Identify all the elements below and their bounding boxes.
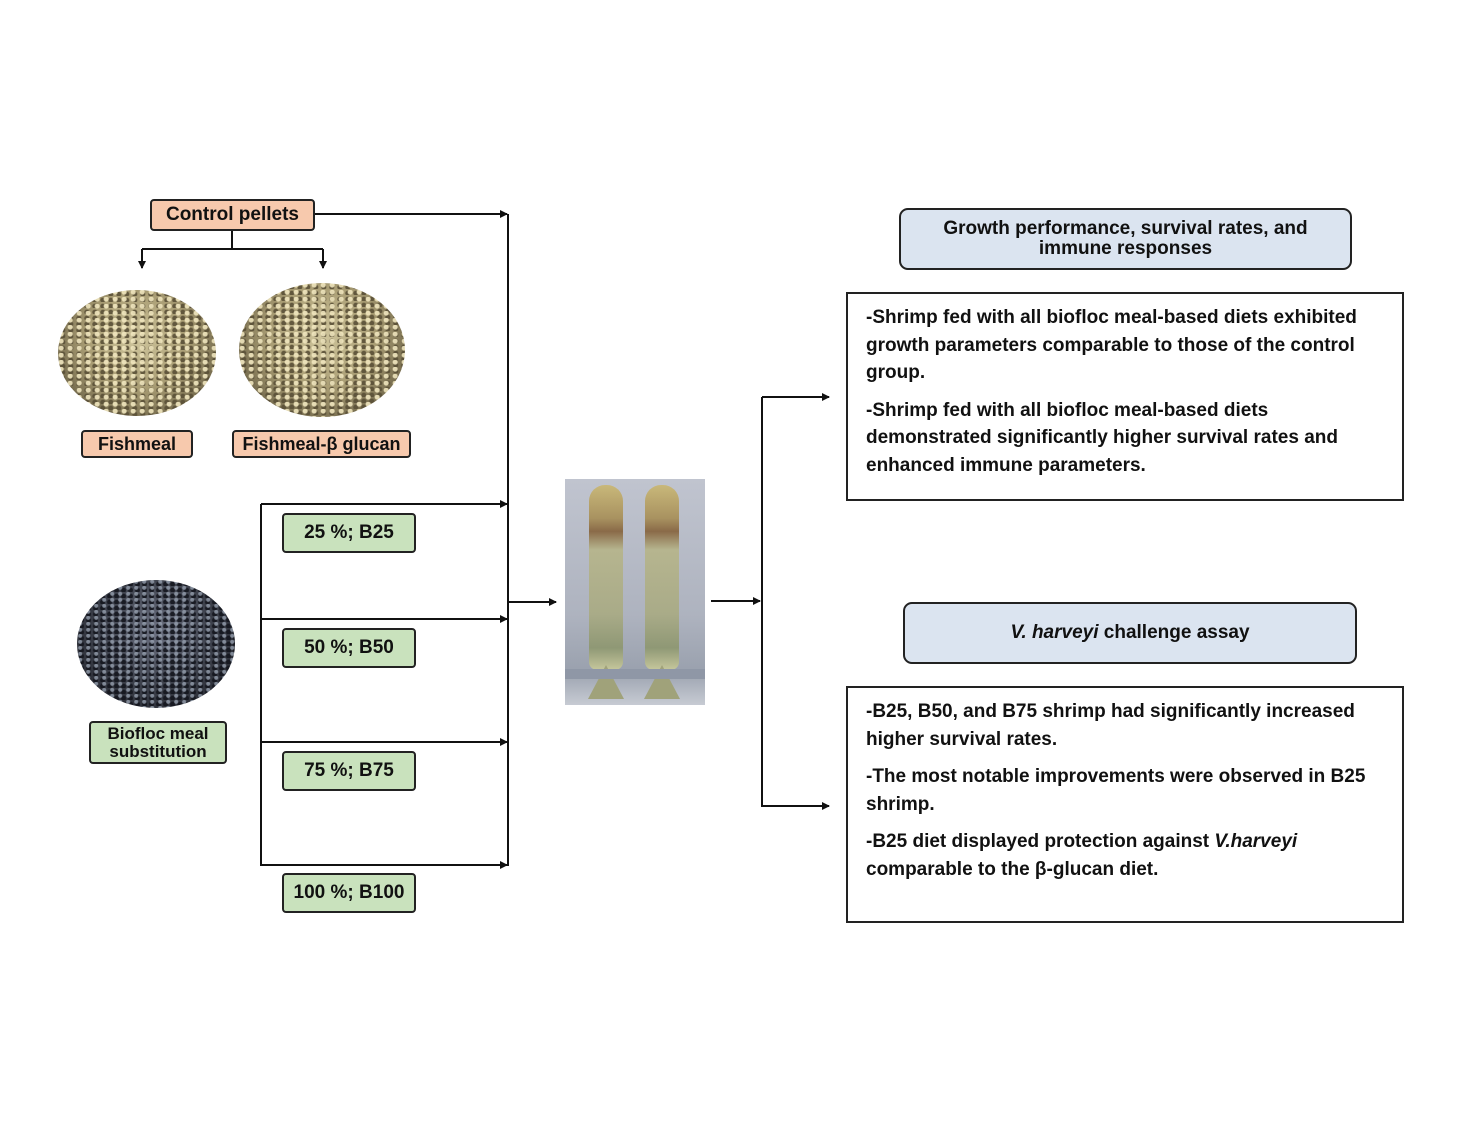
fishmeal-label: Fishmeal — [81, 430, 193, 458]
level-b50-label: 50 %; B50 — [282, 628, 416, 668]
control-pellets-label: Control pellets — [150, 199, 315, 231]
biofloc-pellets-image — [77, 580, 235, 708]
growth-header-line2: immune responses — [1038, 238, 1213, 259]
level-b50-text: 50 %; B50 — [304, 637, 394, 659]
shrimp-right — [645, 485, 679, 670]
fishmeal-glucan-label: Fishmeal-β glucan — [232, 430, 411, 458]
fishmeal-glucan-pellets-image — [239, 283, 405, 417]
challenge-header-species: V. harveyi — [1010, 622, 1099, 644]
control-pellets-text: Control pellets — [165, 204, 299, 226]
challenge-header-text: V. harveyi challenge assay — [1010, 623, 1249, 643]
shrimp-left — [589, 485, 623, 670]
challenge-finding-3-part1: -B25 diet displayed protection against — [866, 831, 1215, 852]
challenge-assay-header: V. harveyi challenge assay — [903, 602, 1357, 664]
challenge-finding-3-part2: comparable to the β-glucan diet. — [866, 858, 1159, 880]
level-b100-label: 100 %; B100 — [282, 873, 416, 913]
photo-tray-edge — [565, 669, 705, 679]
fishmeal-pellets-image — [58, 290, 216, 416]
shrimp-photo — [565, 479, 705, 705]
level-b25-text: 25 %; B25 — [304, 522, 394, 544]
level-b75-label: 75 %; B75 — [282, 751, 416, 791]
biofloc-substitution-label: Biofloc meal substitution — [89, 721, 227, 764]
challenge-finding-3-species: V.harveyi — [1214, 831, 1298, 852]
challenge-findings-box: -B25, B50, and B75 shrimp had significan… — [846, 686, 1404, 923]
growth-finding-2: -Shrimp fed with all biofloc meal-based … — [866, 399, 1338, 476]
challenge-finding-2: -The most notable improvements were obse… — [866, 766, 1366, 815]
challenge-finding-1: -B25, B50, and B75 shrimp had significan… — [866, 701, 1355, 750]
biofloc-label-line2: substitution — [109, 741, 207, 761]
level-b25-label: 25 %; B25 — [282, 513, 416, 553]
growth-finding-1: -Shrimp fed with all biofloc meal-based … — [866, 307, 1357, 383]
level-b100-text: 100 %; B100 — [293, 882, 405, 904]
growth-findings-box: -Shrimp fed with all biofloc meal-based … — [846, 292, 1404, 501]
level-b75-text: 75 %; B75 — [304, 760, 394, 782]
growth-performance-header: Growth performance, survival rates, and … — [899, 208, 1352, 270]
fishmeal-text: Fishmeal — [97, 433, 177, 454]
challenge-header-rest: challenge assay — [1098, 622, 1250, 644]
growth-header-line1: Growth performance, survival rates, and — [943, 218, 1308, 240]
fishmeal-glucan-text: Fishmeal-β glucan — [242, 433, 401, 454]
challenge-finding-3: -B25 diet displayed protection against V… — [866, 828, 1386, 883]
biofloc-label-line1: Biofloc meal — [107, 723, 209, 743]
